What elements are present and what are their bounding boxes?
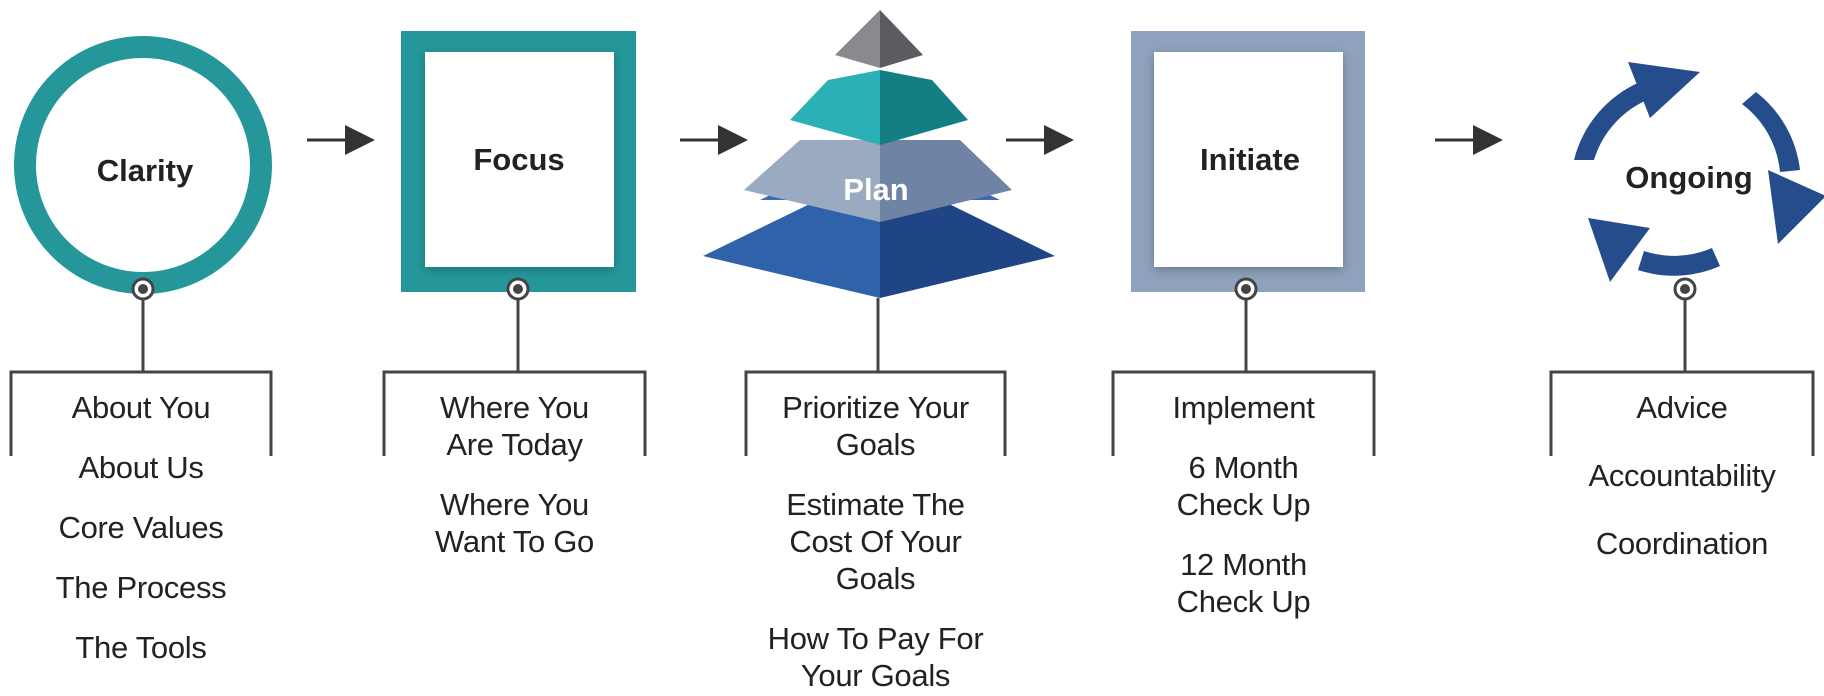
list-item: Core Values <box>58 510 224 545</box>
stage-items-plan: Prioritize Your Goals Estimate The Cost … <box>746 389 1005 694</box>
list-item: Coordination <box>1595 526 1769 561</box>
stage-items-focus: Where You Are Today Where You Want To Go <box>384 389 645 560</box>
list-item: Accountability <box>1588 458 1776 493</box>
list-item: About Us <box>78 450 204 485</box>
list-item: Where You Want To Go <box>435 487 594 559</box>
list-item: Implement <box>1172 390 1315 425</box>
stage-items-clarity: About You About Us Core Values The Proce… <box>11 389 271 666</box>
list-item: 6 Month Check Up <box>1176 450 1311 522</box>
list-item: 12 Month Check Up <box>1176 547 1311 619</box>
stage-items-ongoing: Advice Accountability Coordination <box>1551 389 1813 562</box>
stage-title-ongoing: Ongoing <box>1625 160 1752 195</box>
initiate-frame-icon <box>1131 31 1365 292</box>
stage-title-focus: Focus <box>473 142 564 177</box>
list-item: The Tools <box>75 630 207 665</box>
list-item: How To Pay For Your Goals <box>767 621 984 693</box>
focus-frame-icon <box>401 31 636 292</box>
list-item: The Process <box>55 570 227 605</box>
list-item: Where You Are Today <box>440 390 589 462</box>
connector-dots <box>131 277 1697 301</box>
cycle-arrows-icon <box>1574 62 1824 282</box>
stage-title-plan: Plan <box>843 172 908 207</box>
stage-title-clarity: Clarity <box>97 153 194 188</box>
connectors <box>9 293 1815 456</box>
list-item: Prioritize Your Goals <box>782 390 969 462</box>
stage-items-initiate: Implement 6 Month Check Up 12 Month Chec… <box>1113 389 1374 620</box>
pyramid-icon <box>703 10 1055 298</box>
stage-title-initiate: Initiate <box>1200 142 1300 177</box>
list-item: About You <box>71 390 211 425</box>
list-item: Estimate The Cost Of Your Goals <box>786 487 965 596</box>
list-item: Advice <box>1636 390 1728 425</box>
